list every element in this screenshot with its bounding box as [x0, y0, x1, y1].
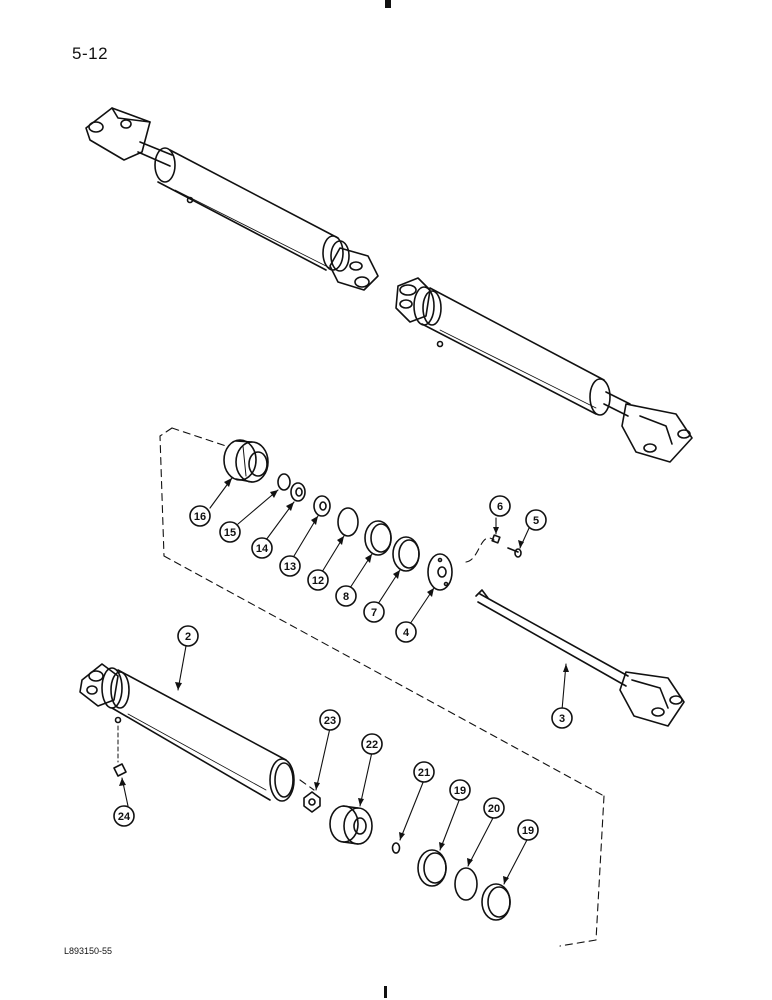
part-7-ring	[392, 536, 420, 572]
svg-text:6: 6	[497, 501, 503, 513]
callout-24: 24	[113, 805, 135, 827]
part-2-barrel	[79, 663, 295, 802]
svg-text:21: 21	[418, 767, 430, 779]
part-24-fitting	[113, 725, 127, 777]
callouts: 16 15 14 13 12 8 7 4 6 5 2 3 24 23 22 21…	[113, 495, 573, 841]
part-3-piston-rod	[475, 589, 685, 727]
svg-text:20: 20	[488, 803, 500, 815]
callout-19-a: 19	[449, 779, 471, 801]
part-20-o-ring	[454, 867, 478, 901]
svg-text:16: 16	[194, 511, 206, 523]
part-8-ring	[364, 520, 392, 556]
svg-text:24: 24	[118, 811, 131, 823]
assembled-cylinder-lower	[395, 277, 693, 463]
svg-text:23: 23	[324, 715, 336, 727]
callout-13: 13	[279, 555, 301, 577]
part-16-gland	[223, 439, 269, 483]
part-14-washer	[290, 482, 306, 502]
bottom-crop-mark	[384, 986, 387, 998]
part-13-washer	[313, 495, 331, 517]
part-5-screw	[507, 547, 522, 558]
svg-text:22: 22	[366, 739, 378, 751]
callout-6: 6	[489, 495, 511, 517]
callout-22: 22	[361, 733, 383, 755]
callout-23: 23	[319, 709, 341, 731]
svg-text:19: 19	[522, 825, 534, 837]
svg-text:3: 3	[559, 713, 565, 725]
page-number: 5-12	[72, 44, 109, 63]
callout-2: 2	[177, 625, 199, 647]
part-6-plug	[491, 534, 501, 544]
svg-text:19: 19	[454, 785, 466, 797]
part-23-nut	[303, 791, 321, 813]
callout-7: 7	[363, 601, 385, 623]
svg-text:7: 7	[371, 607, 377, 619]
svg-text:14: 14	[256, 543, 269, 555]
part-19-ring-a	[417, 849, 447, 887]
callout-12: 12	[307, 569, 329, 591]
part-12-seal	[337, 507, 359, 537]
assembly-dashed-outline	[159, 427, 605, 947]
drawing-code: L893150-55	[64, 946, 113, 956]
part-21-o-ring	[391, 842, 401, 854]
svg-text:12: 12	[312, 575, 324, 587]
callout-5: 5	[525, 509, 547, 531]
part-19-ring-b	[481, 883, 511, 921]
part-4-piston	[427, 553, 453, 591]
svg-text:2: 2	[185, 631, 191, 643]
callout-16: 16	[189, 505, 211, 527]
part-22-piston	[329, 805, 373, 845]
callout-15: 15	[219, 521, 241, 543]
top-crop-mark	[385, 0, 391, 8]
svg-text:5: 5	[533, 515, 539, 527]
callout-20: 20	[483, 797, 505, 819]
arrowheads	[119, 478, 569, 884]
part-15-o-ring	[277, 473, 291, 491]
callout-21: 21	[413, 761, 435, 783]
callout-8: 8	[335, 585, 357, 607]
svg-text:13: 13	[284, 561, 296, 573]
callout-14: 14	[251, 537, 273, 559]
svg-text:15: 15	[224, 527, 236, 539]
assembled-cylinder-upper	[85, 107, 379, 291]
callout-19-b: 19	[517, 819, 539, 841]
callout-4: 4	[395, 621, 417, 643]
svg-text:8: 8	[343, 591, 349, 603]
svg-text:4: 4	[403, 627, 410, 639]
callout-3: 3	[551, 707, 573, 729]
